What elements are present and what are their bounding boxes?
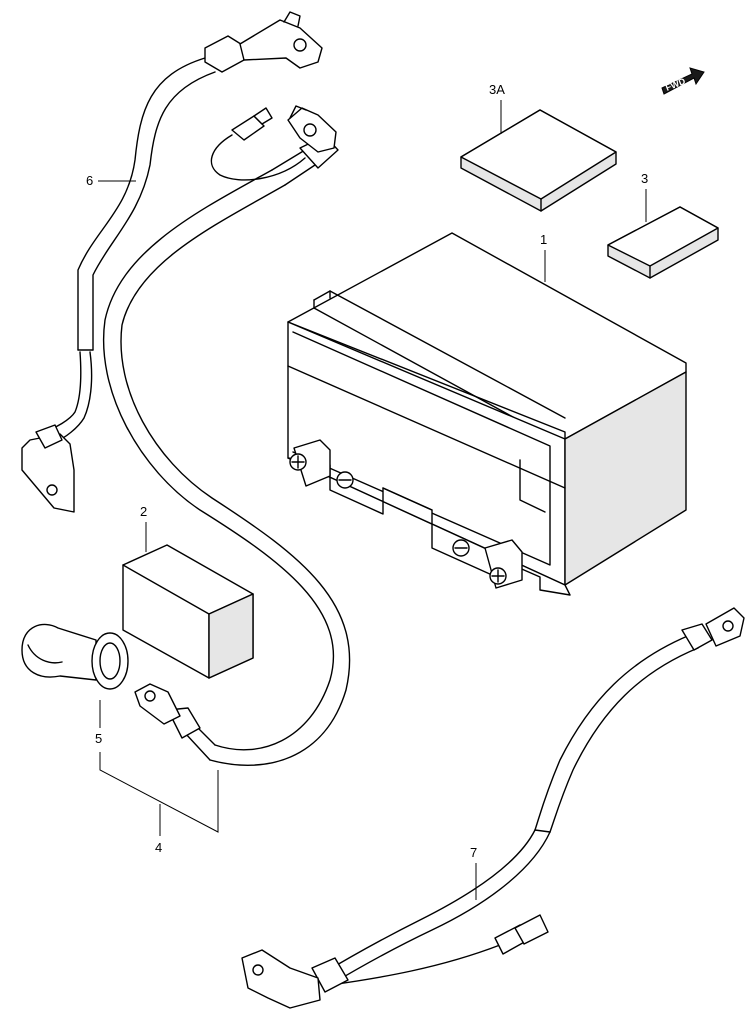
callout-2: 2 — [140, 504, 147, 519]
callout-4: 4 — [155, 840, 162, 855]
callout-1: 1 — [540, 232, 547, 247]
part-3-pad — [607, 206, 719, 279]
callout-5: 5 — [95, 731, 102, 746]
part-4-cable — [103, 105, 351, 766]
leader-4 — [99, 752, 219, 836]
part-6-cable — [21, 11, 323, 513]
callout-6: 6 — [86, 173, 93, 188]
part-2-block — [122, 544, 254, 679]
part-7-harness — [241, 607, 745, 1009]
part-1-battery — [287, 232, 687, 596]
callout-3: 3 — [641, 171, 648, 186]
fwd-label: FWD — [664, 76, 687, 93]
callout-7: 7 — [470, 845, 477, 860]
part-5-terminal-cover — [21, 623, 129, 690]
fwd-arrow-icon: FWD — [661, 67, 705, 95]
part-3a-pad — [460, 109, 617, 212]
callout-3a: 3A — [489, 82, 505, 97]
